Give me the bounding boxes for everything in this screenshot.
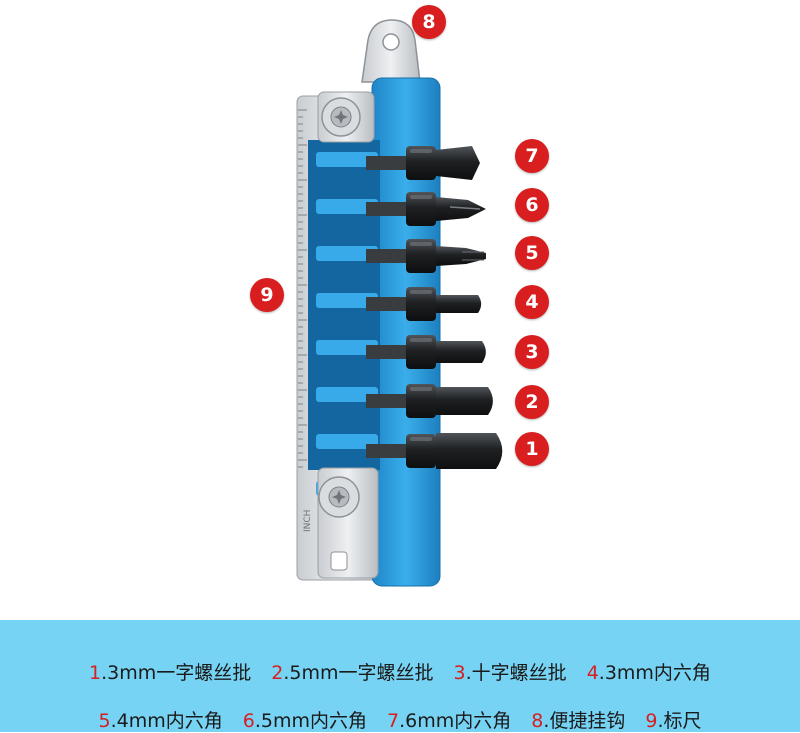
top-screw-plate xyxy=(317,91,375,143)
screwdriver-bit xyxy=(366,146,480,180)
callout-number: 6 xyxy=(525,194,539,216)
callout-badge-9: 9 xyxy=(250,278,284,312)
legend-item: 7.6mm内六角 xyxy=(386,710,512,732)
holder-slot xyxy=(316,246,378,261)
callout-number: 1 xyxy=(525,438,539,460)
screwdriver-bit xyxy=(366,287,482,321)
callout-number: 2 xyxy=(525,391,539,413)
legend-row-2: 5.4mm内六角 6.5mm内六角 7.6mm内六角 8.便捷挂钩 9.标尺 xyxy=(0,706,800,733)
callout-number: 5 xyxy=(525,242,539,264)
screwdriver-bit xyxy=(366,384,493,418)
ruler-unit-label: INCH xyxy=(303,510,313,532)
callout-number: 7 xyxy=(525,145,539,167)
callout-number: 8 xyxy=(422,11,436,33)
legend-item: 2.5mm一字螺丝批 xyxy=(271,662,434,684)
tool-illustration: 2 1 INCH xyxy=(296,19,503,587)
holder-slot xyxy=(316,434,378,449)
legend-row-1: 1.3mm一字螺丝批 2.5mm一字螺丝批 3.十字螺丝批 4.3mm内六角 xyxy=(0,658,800,685)
legend-item: 8.便捷挂钩 xyxy=(531,710,626,732)
callout-badge-6: 6 xyxy=(515,188,549,222)
bit-set xyxy=(366,146,503,469)
callout-badge-2: 2 xyxy=(515,385,549,419)
screwdriver-bit xyxy=(366,433,503,469)
legend-item: 9.标尺 xyxy=(645,710,702,732)
legend-item: 5.4mm内六角 xyxy=(98,710,223,732)
bottom-screw-plate xyxy=(317,467,379,579)
holder-slot xyxy=(316,293,378,308)
holder-slot xyxy=(316,152,378,167)
screwdriver-bit xyxy=(366,335,486,369)
screwdriver-bit xyxy=(366,239,486,273)
holder-slot xyxy=(316,340,378,355)
holder-slot xyxy=(316,199,378,214)
callout-badge-3: 3 xyxy=(515,335,549,369)
legend-item: 4.3mm内六角 xyxy=(586,662,711,684)
callout-badge-7: 7 xyxy=(515,139,549,173)
parts-legend: 1.3mm一字螺丝批 2.5mm一字螺丝批 3.十字螺丝批 4.3mm内六角 5… xyxy=(0,620,800,732)
product-photo: 2 1 INCH 8 7 6 5 4 3 2 1 9 xyxy=(250,5,549,587)
callout-badge-8: 8 xyxy=(412,5,446,39)
callout-number: 9 xyxy=(260,284,274,306)
callout-badge-4: 4 xyxy=(515,285,549,319)
callout-badge-5: 5 xyxy=(515,236,549,270)
legend-item: 1.3mm一字螺丝批 xyxy=(89,662,252,684)
callout-number: 4 xyxy=(525,291,539,313)
hanging-hook xyxy=(361,19,421,83)
holder-slot xyxy=(316,387,378,402)
screwdriver-bit xyxy=(366,192,486,226)
legend-item: 6.5mm内六角 xyxy=(242,710,367,732)
legend-item: 3.十字螺丝批 xyxy=(453,662,567,684)
callout-number: 3 xyxy=(525,341,539,363)
callout-badge-1: 1 xyxy=(515,432,549,466)
